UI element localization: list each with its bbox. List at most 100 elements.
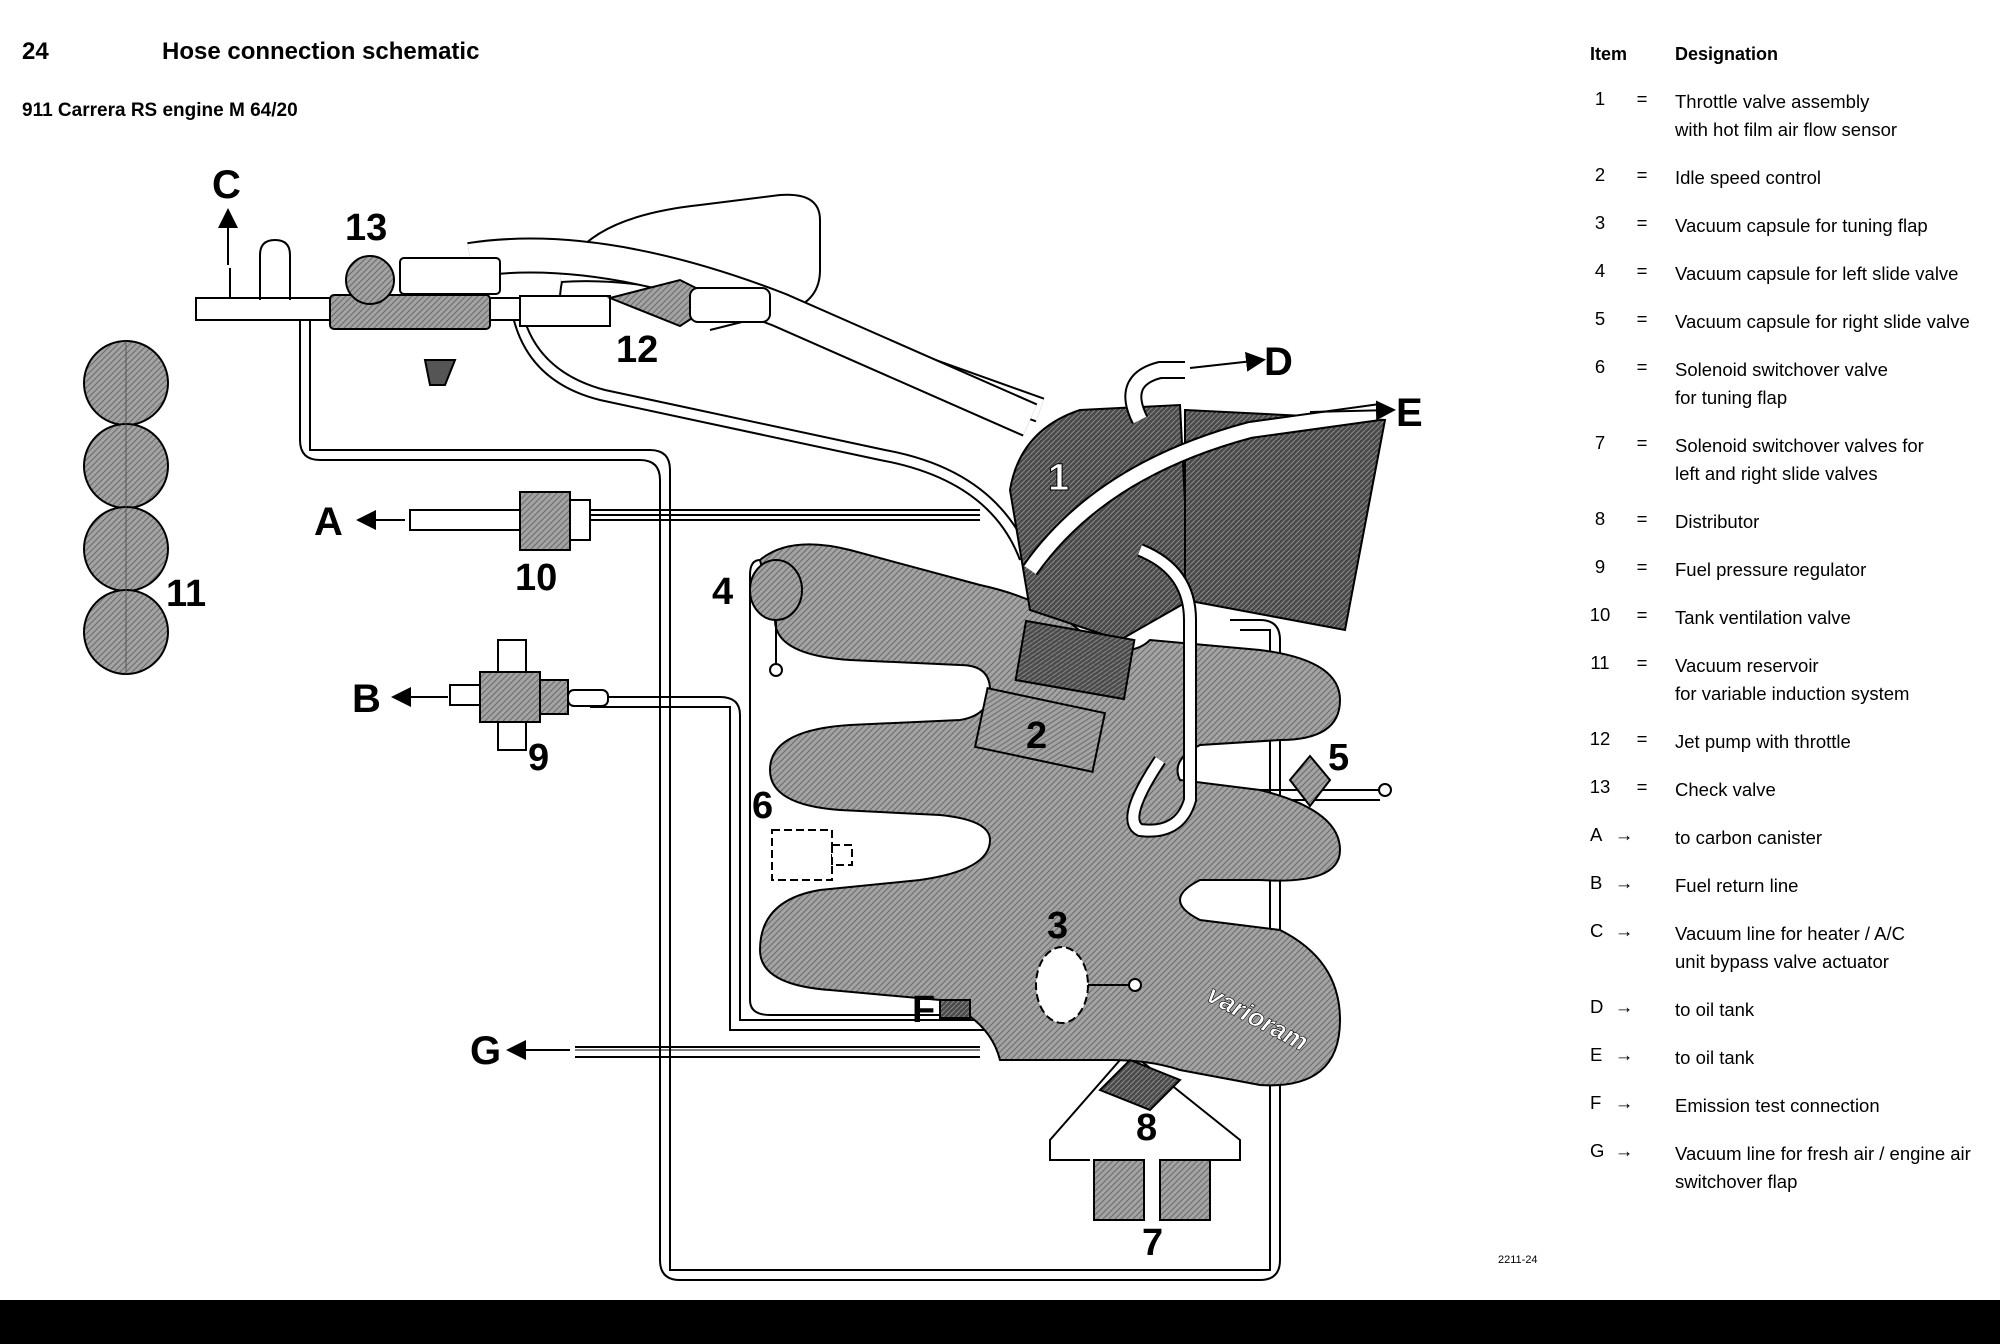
callout-5: 5 <box>1328 737 1349 779</box>
legend-item-id: 3 <box>1594 212 1606 233</box>
legend-separator: = <box>1636 260 1648 281</box>
legend-table: Item Designation 1=Throttle valve assemb… <box>1580 44 1995 1216</box>
callout-10: 10 <box>515 557 557 599</box>
callout-11: 11 <box>166 573 206 615</box>
vacuum-capsule-tuning-flap <box>1035 946 1142 1024</box>
vacuum-reservoir <box>83 340 169 675</box>
legend-item-id: 13 <box>1589 776 1611 797</box>
legend-designation: to carbon canister <box>1675 827 1823 848</box>
legend-designation: Vacuum line for fresh air / engine air <box>1675 1143 1971 1164</box>
legend-item-id: 6 <box>1594 356 1606 377</box>
callout-4: 4 <box>712 571 733 613</box>
idle-speed-control <box>973 686 1107 774</box>
legend-row: G→Vacuum line for fresh air / engine air… <box>1580 1140 1995 1216</box>
legend-separator: → <box>1614 1044 1634 1065</box>
callout-7: 7 <box>1142 1222 1163 1264</box>
fuel-pressure-regulator <box>449 639 609 751</box>
callout-12: 12 <box>616 329 658 371</box>
legend-designation: Check valve <box>1675 779 1776 800</box>
legend-row: F → Emission test connection <box>1580 1092 1995 1140</box>
legend-item-id: C <box>1590 920 1604 941</box>
legend-row: 2 = Idle speed control <box>1580 164 1995 212</box>
legend-designation: Vacuum capsule for left slide valve <box>1675 263 1959 284</box>
legend-designation: to oil tank <box>1675 1047 1755 1068</box>
legend-separator: = <box>1636 308 1648 329</box>
callout-6: 6 <box>752 785 773 827</box>
legend-designation: Idle speed control <box>1675 167 1822 188</box>
legend-separator: → <box>1614 996 1634 1017</box>
legend-item-id: F <box>1590 1092 1602 1113</box>
legend-separator: = <box>1636 604 1648 625</box>
legend-designation: left and right slide valves <box>1675 463 1878 484</box>
connection-e-label: E <box>1396 391 1423 435</box>
distributor <box>1098 1058 1182 1112</box>
legend-designation: with hot film air flow sensor <box>1675 119 1898 140</box>
legend-separator: = <box>1636 652 1648 673</box>
legend-item-id: 12 <box>1589 728 1611 749</box>
legend-designation: Jet pump with throttle <box>1675 731 1851 752</box>
legend-row: 12 = Jet pump with throttle <box>1580 728 1995 776</box>
legend-designation: Vacuum reservoir <box>1675 655 1819 676</box>
connection-d-label: D <box>1264 340 1293 384</box>
legend-row: 3=Vacuum capsule for tuning flap <box>1580 212 1995 260</box>
legend-separator: = <box>1636 88 1648 109</box>
connection-c-label: C <box>212 163 241 207</box>
legend-row: 10=Tank ventilation valve <box>1580 604 1995 652</box>
legend-designation: Vacuum capsule for right slide valve <box>1675 311 1970 332</box>
legend-separator: = <box>1636 776 1648 797</box>
legend-row: 8=Distributor <box>1580 508 1995 556</box>
legend-item-id: A <box>1590 824 1603 845</box>
engine-designation: 911 Carrera RS engine M 64/20 <box>22 100 298 121</box>
legend-separator: → <box>1614 872 1634 893</box>
legend-separator: = <box>1636 556 1648 577</box>
callout-8: 8 <box>1136 1107 1157 1149</box>
legend-item-id: E <box>1590 1044 1603 1065</box>
legend-separator: → <box>1614 1092 1634 1113</box>
legend-row: 5=Vacuum capsule for right slide valve <box>1580 308 1995 356</box>
solenoid-switchover-valves-7 <box>1093 1159 1211 1221</box>
legend-designation: to oil tank <box>1675 999 1755 1020</box>
legend-item-id: D <box>1590 996 1604 1017</box>
legend-designation: Emission test connection <box>1675 1095 1880 1116</box>
legend-designation: Fuel return line <box>1675 875 1799 896</box>
vacuum-capsule-right <box>1288 754 1392 808</box>
legend-col-item: Item <box>1590 44 1628 64</box>
legend-separator: = <box>1636 164 1648 185</box>
callout-13: 13 <box>345 207 387 249</box>
legend-separator: = <box>1636 728 1648 749</box>
hose-schematic-diagram: 1 2 3 4 5 6 7 8 9 10 11 12 13 A B C D E … <box>83 163 1423 1281</box>
legend-item-id: B <box>1590 872 1603 893</box>
legend-row: E → to oil tank <box>1580 1044 1995 1092</box>
legend-item-id: 9 <box>1594 556 1606 577</box>
callout-1: 1 <box>1048 457 1069 499</box>
legend-item-id: 4 <box>1594 260 1606 281</box>
legend-designation: Solenoid switchover valve <box>1675 359 1888 380</box>
legend-designation: for tuning flap <box>1675 387 1788 408</box>
callout-9: 9 <box>528 737 549 779</box>
legend-separator: = <box>1636 432 1648 453</box>
connection-arrows <box>218 208 1396 1060</box>
throttle-lower-block <box>1014 619 1136 701</box>
legend-designation: Tank ventilation valve <box>1675 607 1851 628</box>
legend-item-id: G <box>1590 1140 1605 1161</box>
legend-designation: Distributor <box>1675 511 1760 532</box>
legend-designation: unit bypass valve actuator <box>1675 951 1889 972</box>
legend-separator: = <box>1636 356 1648 377</box>
vacuum-capsule-left <box>749 559 803 677</box>
top-pipe-assembly <box>195 237 1045 437</box>
legend-item-id: 2 <box>1594 164 1606 185</box>
drawing-code: 2211-24 <box>1498 1254 1538 1266</box>
legend-item-id: 11 <box>1590 652 1610 673</box>
legend-row: D → to oil tank <box>1580 996 1995 1044</box>
connection-f-label: F <box>912 989 935 1031</box>
legend-row: B → Fuel return line <box>1580 872 1995 920</box>
connection-g-label: G <box>470 1029 501 1073</box>
connection-b-label: B <box>352 677 381 721</box>
legend-designation: Solenoid switchover valves for <box>1675 435 1924 456</box>
throttle-valve-assembly <box>1008 403 1192 642</box>
